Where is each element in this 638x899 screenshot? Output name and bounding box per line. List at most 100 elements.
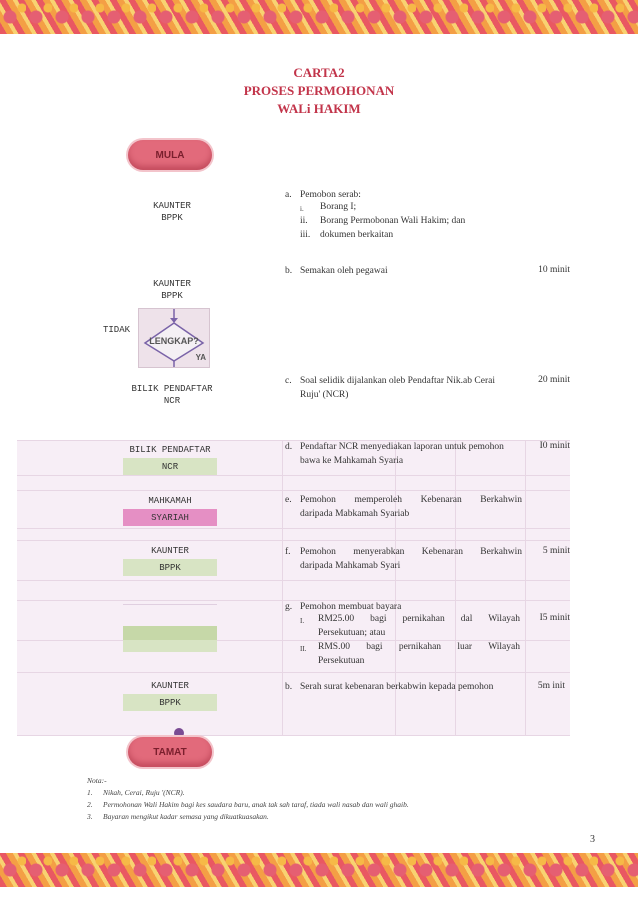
grid-line [17, 672, 570, 673]
step-g-text: Pemohon membuat bayara [300, 602, 402, 612]
grid-line [17, 475, 570, 476]
note-3-marker: 3. [87, 812, 93, 821]
station-1: KAUNTER BPPK [120, 200, 224, 224]
grid-line [17, 580, 570, 581]
decision-label: LENGKAP? [149, 336, 199, 346]
station-5-line2: SYARIAH [123, 509, 217, 526]
step-b-label: b. [285, 266, 293, 276]
station-4: BILIK PENDAFTAR NCR [123, 441, 217, 475]
decision-yes-label: YA [195, 353, 206, 362]
station-4-line2: NCR [123, 458, 217, 475]
step-g-item2-text1: RMS.00 bagi pernikahan luar Wilayah [318, 642, 520, 652]
bottom-decorative-border [0, 853, 638, 887]
decision-no-label: TIDAK [103, 325, 131, 335]
decision-node: LENGKAP? YA [138, 308, 210, 368]
station-4-line1: BILIK PENDAFTAR [123, 441, 217, 458]
step-g-item1-text1: RM25.00 bagi pernikahan dal Wilayah [318, 614, 520, 624]
station-6-line2: BPPK [123, 559, 217, 576]
grid-line [17, 640, 570, 641]
step-c-text2: Ruju' (NCR) [300, 390, 349, 400]
start-label: MULA [155, 149, 185, 161]
grid-line [17, 440, 570, 441]
step-b-text: Semakan oleh pegawai [300, 266, 388, 276]
station-7-line1: KAUNTER [123, 677, 217, 694]
step-f-text2: daripada Mahkamab Syari [300, 561, 401, 571]
grid-line [525, 440, 526, 735]
note-3-text: Bayaran mengikut kadar semasa yang dikua… [103, 812, 269, 821]
note-1-text: Nikah, Cerai, Ruju '(NCR). [103, 788, 185, 797]
note-2-marker: 2. [87, 800, 93, 809]
grid-line [17, 735, 570, 736]
step-g-item2-text2: Persekutuan [318, 656, 365, 666]
grid-line [455, 440, 456, 735]
station-6: KAUNTER BPPK [123, 542, 217, 576]
end-terminal: TAMAT [128, 737, 212, 767]
station-1-line1: KAUNTER [153, 201, 191, 211]
step-d-text2: bawa ke Mahkamah Syaria [300, 456, 404, 466]
step-a-item3-text: dokumen berkaitan [320, 230, 394, 240]
step-f-text1: Pemohon menyerabkan Kebenaran Berkahwin [300, 547, 522, 557]
station-7: KAUNTER BPPK [123, 677, 217, 711]
step-e-label: e. [285, 495, 292, 505]
station-2-line1: KAUNTER [153, 279, 191, 289]
notes-title: Nota:- [87, 776, 107, 785]
step-c-label: c. [285, 376, 292, 386]
station-7-line2: BPPK [123, 694, 217, 711]
station-2-line2: BPPK [161, 291, 183, 301]
grid-line [395, 440, 396, 735]
step-a-item1-marker: i. [300, 205, 304, 213]
step-h-text: Serah surat kebenaran berkabwin kepada p… [300, 682, 494, 692]
step-b-time: 10 minit [538, 265, 570, 275]
station-2: KAUNTER BPPK [120, 278, 224, 302]
step-h-label: b. [285, 682, 293, 692]
grid-line [17, 490, 570, 491]
step-g-item2-marker: II. [300, 645, 307, 653]
step-a-item2-marker: ii. [300, 216, 308, 226]
step-f-label: f. [285, 547, 291, 557]
top-decorative-border [0, 0, 638, 34]
step-g-item1-marker: I. [300, 617, 305, 625]
step-g-time: I5 minit [539, 613, 570, 623]
grid-line [17, 528, 570, 529]
step-a-item2-text: Borang Permobonan Wali Hakim; dan [320, 216, 466, 226]
grid-line [17, 540, 570, 541]
end-connector-dot [174, 728, 184, 738]
payment-station-band [123, 626, 217, 640]
step-g-label: g. [285, 602, 293, 612]
station-3-line1: BILIK PENDAFTAR [131, 384, 213, 394]
station-5-line1: MAHKAMAH [123, 492, 217, 509]
payment-station-band-2 [123, 640, 217, 652]
step-d-text1: Pendaftar NCR menyediakan laporan untuk … [300, 442, 504, 452]
step-c-time: 20 minit [538, 375, 570, 385]
step-c-text1: Soal selidik dijalankan oleb Pendaftar N… [300, 376, 495, 386]
step-d-label: d. [285, 442, 293, 452]
process-table-background [17, 440, 570, 735]
step-d-time: I0 minit [539, 441, 570, 451]
station-3-line2: NCR [163, 396, 181, 406]
page-number: 3 [590, 834, 595, 845]
step-e-text2: daripada Mabkamah Syariab [300, 509, 410, 519]
step-a-text: Pemobon serab: [300, 190, 361, 200]
chart-subtitle-2: WALi HAKIM [277, 101, 361, 116]
note-1-marker: 1. [87, 788, 93, 797]
chart-subtitle: PROSES PERMOHONAN [243, 83, 395, 98]
step-f-time: 5 minit [542, 546, 570, 556]
note-2-text: Permohonan Wali Hakim bagi kes saudara b… [103, 800, 409, 809]
station-3: BILIK PENDAFTAR NCR [120, 383, 224, 407]
station-5: MAHKAMAH SYARIAH [123, 492, 217, 526]
step-h-time: 5m init [537, 681, 565, 691]
grid-line [282, 440, 283, 735]
step-a-label: a. [285, 190, 292, 200]
chart-title: CARTA2 [293, 65, 345, 80]
step-g-item1-text2: Persekutuan; atau [318, 628, 386, 638]
station-1-line2: BPPK [161, 213, 183, 223]
end-label: TAMAT [153, 746, 187, 758]
step-e-text1: Pemohon memperoleh Kebenaran Berkahwin [300, 495, 522, 505]
payment-station-top [123, 604, 217, 627]
grid-line [17, 600, 570, 601]
step-a-item1-text: Borang I; [320, 202, 357, 212]
decision-diamond-graphic [143, 309, 205, 367]
station-6-line1: KAUNTER [123, 542, 217, 559]
start-terminal: MULA [128, 140, 212, 170]
step-a-item3-marker: iii. [300, 230, 311, 240]
